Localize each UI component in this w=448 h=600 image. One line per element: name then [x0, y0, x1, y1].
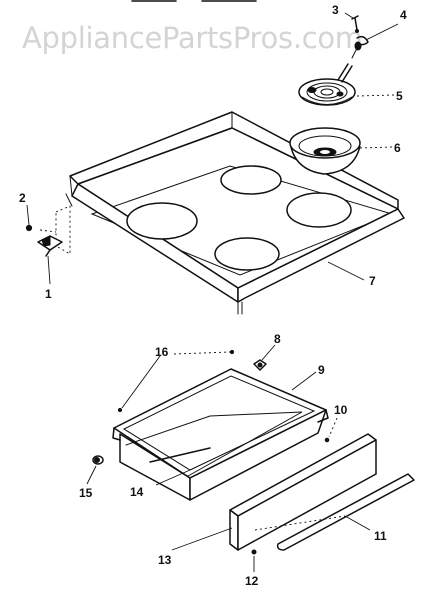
cooktop-assembly [65, 111, 405, 315]
rivet-16a [117, 407, 123, 413]
callout-8: 8 [274, 332, 281, 346]
callout-2: 2 [19, 191, 26, 205]
callout-5: 5 [396, 89, 403, 103]
drawer-handle [276, 473, 415, 551]
callout-15: 15 [79, 486, 93, 500]
leader-lines [26, 12, 399, 572]
drawer-stop-8 [253, 359, 267, 371]
bracket-screw [25, 224, 33, 232]
burner-opening-rear-right [286, 192, 352, 228]
storage-drawer [112, 368, 329, 501]
watermark-text: AppliancePartsPros.com [22, 21, 363, 55]
screw-10 [324, 437, 330, 443]
element-screw [351, 15, 359, 33]
callout-9: 9 [318, 363, 325, 377]
burner-opening-front-left [126, 202, 198, 240]
callout-11: 11 [374, 529, 387, 543]
burner-opening-rear-left [220, 165, 282, 195]
burner-opening-front-right [214, 237, 280, 271]
callouts: 3 4 5 6 2 7 1 8 16 9 10 14 15 11 13 12 [19, 3, 407, 588]
rivet-16b [229, 349, 235, 355]
part-15 [92, 455, 104, 465]
callout-16: 16 [155, 345, 169, 359]
mounting-bracket [37, 205, 71, 257]
callout-6: 6 [394, 141, 401, 155]
surface-element [298, 63, 356, 106]
element-clip [351, 35, 369, 59]
callout-7: 7 [369, 274, 376, 288]
callout-10: 10 [334, 403, 348, 417]
callout-14: 14 [130, 485, 144, 499]
callout-12: 12 [245, 574, 259, 588]
callout-4: 4 [400, 8, 407, 22]
callout-13: 13 [158, 553, 172, 567]
screw-12 [251, 549, 257, 555]
callout-3: 3 [332, 3, 339, 17]
drip-bowl [289, 127, 361, 175]
drawer-rail [149, 447, 211, 463]
callout-1: 1 [45, 287, 52, 301]
drawer-panel [229, 433, 377, 551]
